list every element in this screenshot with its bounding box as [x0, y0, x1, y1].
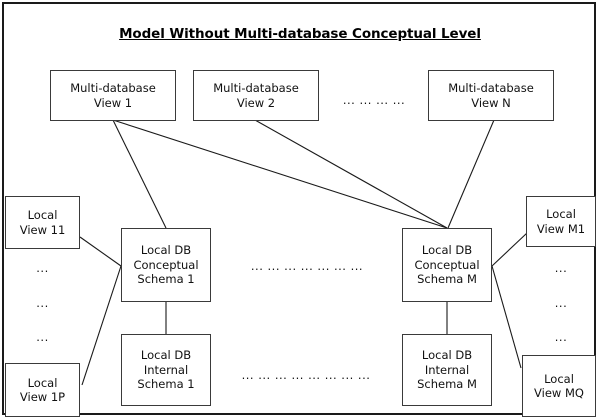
node-local-view-1p[interactable]: Local View 1P: [5, 363, 80, 417]
node-local-view-11[interactable]: Local View 11: [5, 196, 80, 249]
node-local-db-conceptual-schema-1[interactable]: Local DB Conceptual Schema 1: [121, 228, 211, 302]
link-conceptualm-to-localviewm1: [491, 232, 528, 267]
ellipsis-right-2: ...: [554, 296, 568, 310]
ellipsis-left-1: ...: [36, 261, 49, 275]
node-local-db-internal-schema-1[interactable]: Local DB Internal Schema 1: [121, 334, 211, 406]
ellipsis-left-2: ...: [36, 296, 49, 310]
link-localview11-to-conceptual1: [79, 236, 122, 267]
ellipsis-left-3: ...: [36, 330, 49, 344]
page-title: Model Without Multi-database Conceptual …: [119, 26, 481, 42]
ellipsis-right-1: ...: [554, 261, 568, 275]
node-local-view-m1[interactable]: Local View M1: [526, 196, 596, 247]
node-multi-database-view-2[interactable]: Multi-database View 2: [193, 70, 319, 121]
link-view1-to-conceptualm: [112, 119, 448, 229]
ellipsis-right-3: ...: [554, 330, 568, 344]
node-local-db-conceptual-schema-m[interactable]: Local DB Conceptual Schema M: [402, 228, 492, 302]
link-view2-to-conceptualm: [254, 119, 448, 229]
node-multi-database-view-n[interactable]: Multi-database View N: [428, 70, 554, 121]
ellipsis-top-row: ... ... ... ...: [342, 93, 406, 107]
ellipsis-conceptual-row: ... ... ... ... ... ... ...: [250, 259, 364, 273]
node-multi-database-view-1[interactable]: Multi-database View 1: [50, 70, 176, 121]
link-view1-to-conceptual1: [112, 119, 167, 229]
link-conceptualm-to-localviewmq: [491, 265, 522, 369]
ellipsis-internal-row: ... ... ... ... ... ... ... ...: [241, 368, 371, 382]
link-localview1p-to-conceptual1: [81, 265, 122, 386]
link-viewn-to-conceptualm: [447, 119, 495, 229]
node-local-db-internal-schema-m[interactable]: Local DB Internal Schema M: [402, 334, 492, 406]
node-local-view-mq[interactable]: Local View MQ: [522, 355, 596, 417]
